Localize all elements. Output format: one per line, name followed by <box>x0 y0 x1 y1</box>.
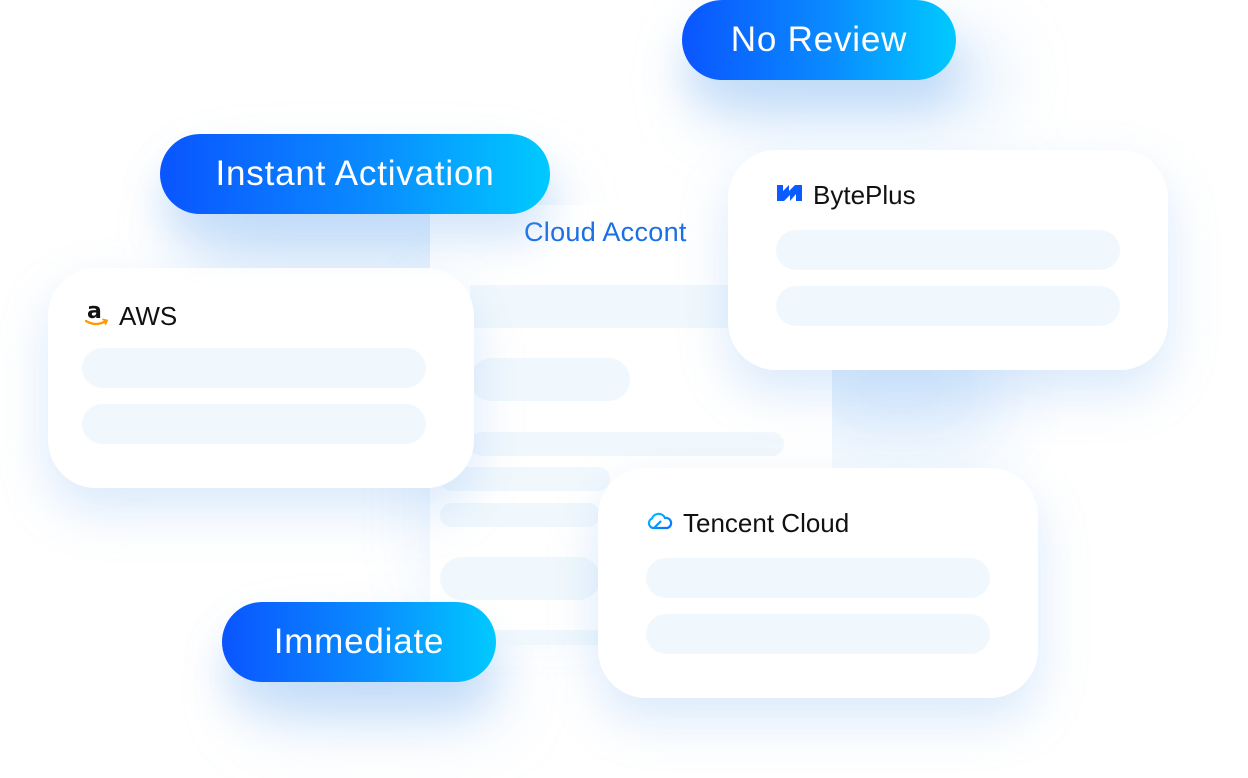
cloud-account-panel: Cloud Accont <box>430 205 832 645</box>
no-review-badge: No Review <box>682 0 956 80</box>
placeholder-bar <box>776 286 1120 326</box>
tencent-cloud-logo-icon <box>646 508 674 539</box>
placeholder-bar <box>470 358 630 401</box>
placeholder-bar <box>440 467 610 491</box>
provider-card-tencent-cloud[interactable]: Tencent Cloud <box>598 468 1038 698</box>
provider-card-byteplus[interactable]: BytePlus <box>728 150 1168 370</box>
placeholder-bar <box>776 230 1120 270</box>
placeholder-bar <box>470 285 766 328</box>
placeholder-bar <box>82 348 426 388</box>
provider-name: AWS <box>119 301 178 331</box>
amazon-logo-icon: a <box>84 298 110 335</box>
provider-card-aws[interactable]: a AWS <box>48 268 474 488</box>
immediate-badge: Immediate <box>222 602 496 682</box>
cloud-account-title: Cloud Accont <box>524 217 687 247</box>
placeholder-bar <box>646 558 990 598</box>
provider-name: Tencent Cloud <box>683 508 850 538</box>
placeholder-bar <box>440 503 600 527</box>
byteplus-logo-icon <box>776 180 804 211</box>
placeholder-bar <box>646 614 990 654</box>
provider-name: BytePlus <box>813 180 916 210</box>
placeholder-bar <box>470 432 784 456</box>
instant-activation-badge: Instant Activation <box>160 134 550 214</box>
placeholder-bar <box>82 404 426 444</box>
svg-text:a: a <box>87 299 102 324</box>
placeholder-bar <box>440 557 600 600</box>
